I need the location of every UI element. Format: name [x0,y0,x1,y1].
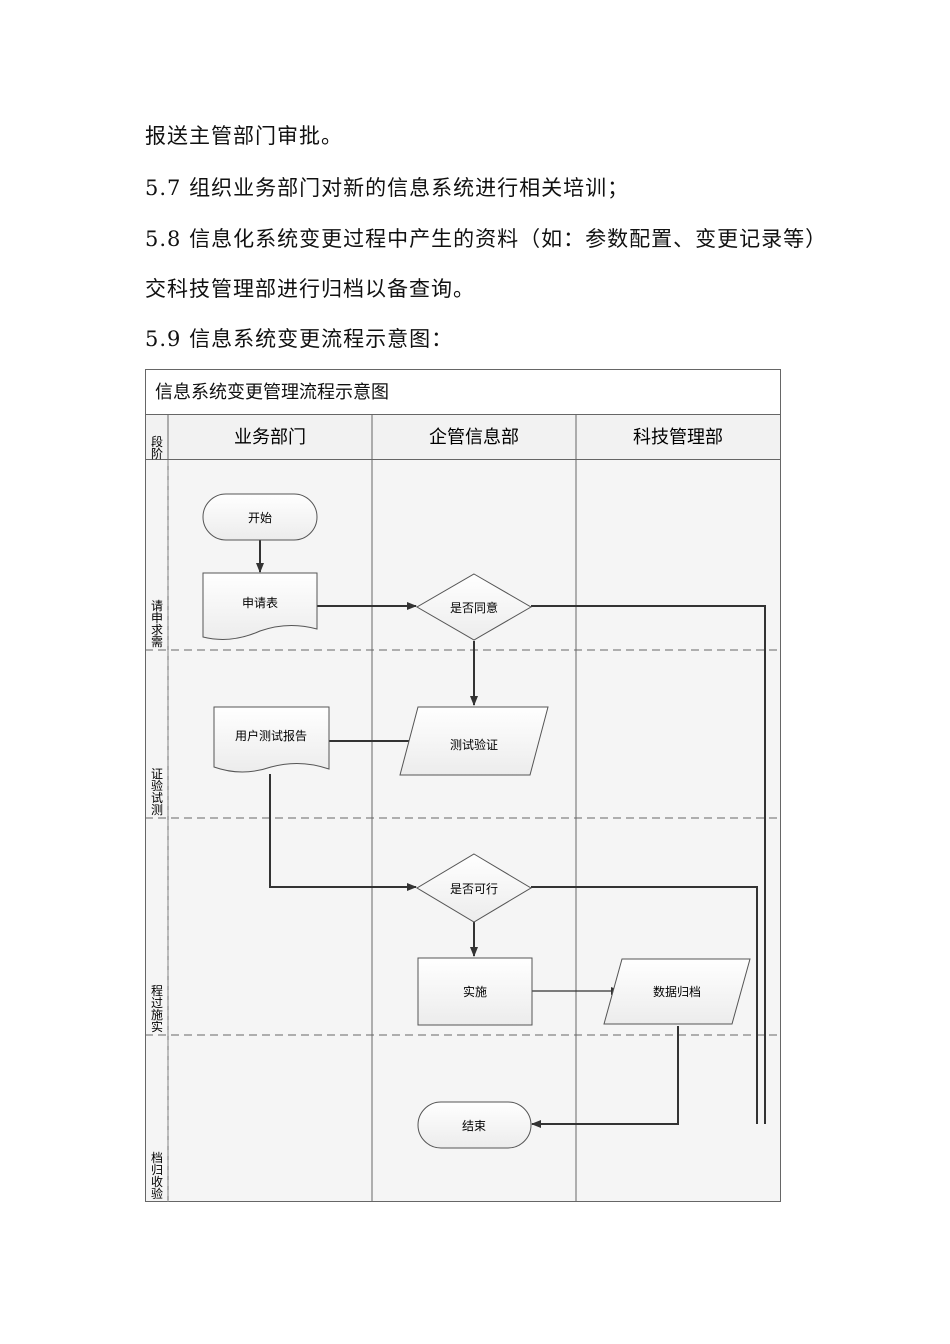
column-it-management: 企管信息部 [429,427,519,448]
data-archive-label: 数据归档 [653,984,701,999]
column-business: 业务部门 [234,427,306,448]
stage-header: 段 阶 [151,434,163,461]
end-node [417,1101,532,1149]
approve-decision-node [416,573,532,641]
application-form-node [202,572,318,640]
feasible-decision-node [416,853,532,923]
column-tech-management: 科技管理部 [633,427,723,448]
para-1: 报送主管部门审批。 [145,124,343,148]
svg-text:段: 段 [151,434,163,449]
para-5-9: 5.9 信息系统变更流程示意图： [145,327,454,351]
start-label: 开始 [248,511,272,525]
approve-decision-label: 是否同意 [450,600,498,615]
change-flow-diagram: 信息系统变更管理流程示意图 业务部门 企管信息部 科技管理部 段 阶 请申求需证… [145,369,781,1202]
para-5-8-cont: 交科技管理部进行归档以备查询。 [145,277,475,301]
title-bar [145,369,781,415]
feasible-decision-label: 是否可行 [450,882,498,896]
user-test-report-node [213,706,330,773]
edge-approve-no [531,605,766,1124]
implement-label: 实施 [463,984,487,999]
stage-label-2: 程过施实 [151,983,163,1034]
stage-label-3: 档归收验 [151,1151,163,1201]
edge-archive-end [531,1026,679,1128]
diagram-title: 信息系统变更管理流程示意图 [155,382,389,403]
header-row [145,414,781,460]
test-verify-node [399,706,549,776]
implement-node [417,957,533,1026]
start-node [202,493,318,541]
edge-report-feasible [269,774,417,891]
data-archive-node [603,958,751,1025]
svg-text:阶: 阶 [151,447,163,461]
end-label: 结束 [462,1119,486,1133]
edge-feasible-no [531,886,758,1124]
test-verify-label: 测试验证 [450,737,498,752]
user-test-report-label: 用户测试报告 [235,728,307,743]
para-5-7: 5.7 组织业务部门对新的信息系统进行相关培训； [145,176,630,200]
para-5-8: 5.8 信息化系统变更过程中产生的资料（如：参数配置、变更记录等） [145,227,828,251]
application-form-label: 申请表 [242,596,278,610]
stage-label-0: 请申求需 [151,599,163,649]
stage-label-1: 证验试测 [151,767,163,817]
